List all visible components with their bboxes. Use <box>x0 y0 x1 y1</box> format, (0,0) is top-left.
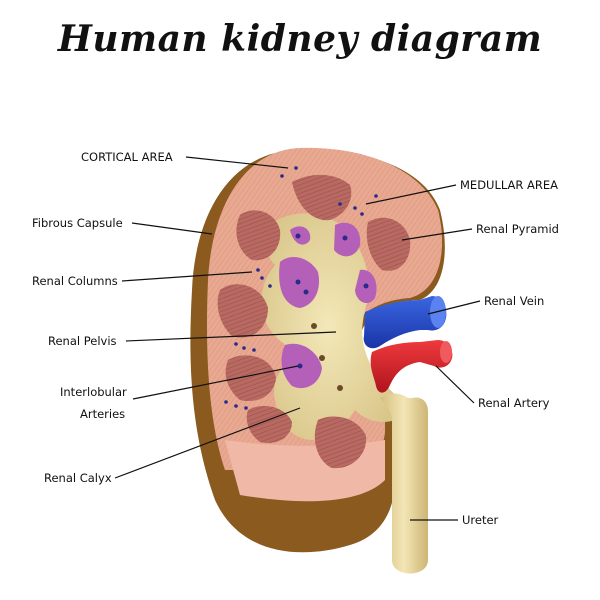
renal-artery-shape <box>370 340 453 393</box>
label-medullar-area: MEDULLAR AREA <box>460 178 558 192</box>
label-interlobular-line1: Interlobular <box>60 385 127 399</box>
label-fibrous-capsule: Fibrous Capsule <box>32 216 123 230</box>
pelvis-dot <box>311 323 317 329</box>
renal-vein-shape <box>363 296 447 349</box>
renal-artery-opening <box>440 341 452 363</box>
pelvis-dot <box>337 385 343 391</box>
label-ureter: Ureter <box>462 513 499 527</box>
calyx-dots <box>295 233 369 369</box>
ureter-shape <box>380 393 428 574</box>
pelvis-dot <box>319 355 325 361</box>
label-cortical-area: CORTICAL AREA <box>81 150 173 164</box>
label-interlobular-line2: Arteries <box>80 407 125 421</box>
label-renal-artery: Renal Artery <box>478 396 550 410</box>
leader-lines <box>114 156 481 521</box>
renal-pyramids <box>217 174 411 469</box>
label-renal-vein: Renal Vein <box>484 294 544 308</box>
label-renal-columns: Renal Columns <box>32 274 118 288</box>
interlobular-dots <box>224 166 378 410</box>
label-renal-pelvis: Renal Pelvis <box>48 334 117 348</box>
label-renal-pyramid: Renal Pyramid <box>476 222 559 236</box>
label-renal-calyx: Renal Calyx <box>44 471 112 485</box>
diagram-title: Human kidney diagram <box>57 18 543 60</box>
